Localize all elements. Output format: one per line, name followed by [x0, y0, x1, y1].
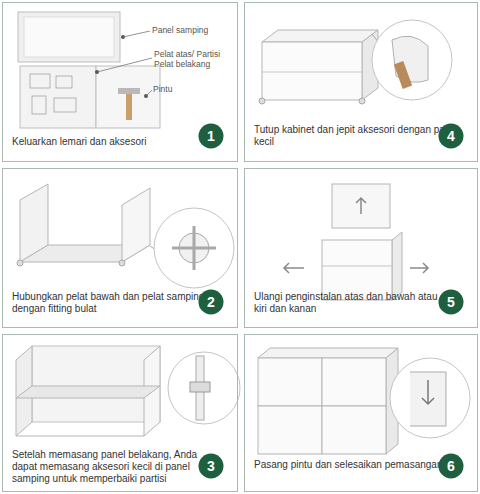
cabinet-foot	[259, 98, 265, 104]
part-label: Pintu	[153, 84, 233, 94]
step-panel: Ulangi penginstalan atas dan bawah atau …	[244, 168, 478, 328]
badge-circle	[199, 454, 224, 479]
door	[322, 406, 386, 454]
step-panel: Hubungkan pelat bawah dan pelat samping …	[2, 168, 238, 328]
cube-side	[392, 232, 402, 300]
leader-line	[146, 90, 152, 96]
zoom-circle	[390, 358, 470, 438]
fitting-detail	[392, 36, 428, 82]
cabinet-top	[262, 30, 378, 42]
zoom-circle	[154, 208, 234, 288]
cabinet-top	[258, 348, 398, 358]
step-caption: Pasang pintu dan selesaikan pemasangan	[254, 459, 454, 471]
door-hinge-detail	[410, 372, 446, 426]
zoom-circle	[372, 20, 452, 100]
cabinet-front	[262, 42, 362, 100]
shelf-line	[322, 266, 392, 267]
side-plate	[122, 188, 150, 262]
part-label: Panel samping	[152, 25, 232, 35]
step-caption: Ulangi penginstalan atas dan bawah atau …	[254, 291, 444, 315]
hammer-head	[118, 88, 140, 94]
side-panel-sheet	[18, 12, 120, 62]
step-number-badge: 1	[198, 123, 224, 149]
step-panel: Setelah memasang panel belakang, Anda da…	[2, 334, 238, 492]
step-panel: Pasang pintu dan selesaikan pemasangan6	[244, 334, 478, 492]
sketch	[32, 96, 46, 114]
round-fitting	[17, 260, 23, 266]
callout-number: 4	[438, 123, 464, 149]
partition	[16, 386, 160, 398]
sketch	[56, 76, 72, 88]
fitting-cross	[172, 226, 216, 270]
door-sheet	[96, 66, 160, 128]
bottom-edge	[16, 436, 144, 437]
door	[258, 358, 322, 406]
badge-circle	[439, 290, 464, 315]
step-panel: Tutup kabinet dan jepit aksesori dengan …	[244, 2, 478, 162]
lifted-panel	[332, 184, 390, 228]
arrow-up	[356, 198, 366, 214]
hammer-handle	[126, 94, 132, 120]
callout-number: 1	[198, 123, 224, 149]
shelf-line	[262, 72, 362, 73]
callout-number: 2	[198, 289, 224, 315]
step-caption: Setelah memasang panel belakang, Anda da…	[12, 449, 212, 485]
cabinet-foot	[359, 98, 365, 104]
callout-number: 6	[438, 453, 464, 479]
door	[322, 358, 386, 406]
arrow-left	[284, 263, 304, 273]
sketch	[54, 98, 76, 112]
badge-circle	[199, 124, 224, 149]
step-caption: Keluarkan lemari dan aksesori	[12, 136, 212, 148]
badge-circle	[439, 124, 464, 149]
callout-number: 3	[198, 453, 224, 479]
round-fitting	[119, 260, 125, 266]
small-clip	[190, 382, 210, 392]
leader-line	[97, 58, 152, 72]
door	[258, 406, 322, 454]
part-label: Pelat atas/ Partisi Pelat belakang	[154, 49, 234, 69]
step-number-badge: 6	[438, 453, 464, 479]
badge-circle	[439, 454, 464, 479]
step-number-badge: 3	[198, 453, 224, 479]
step-caption: Tutup kabinet dan jepit aksesori dengan …	[254, 124, 454, 148]
sketch	[30, 74, 50, 88]
callout-number: 5	[438, 289, 464, 315]
leader-line	[123, 31, 150, 37]
step-caption: Hubungkan pelat bawah dan pelat samping …	[12, 291, 217, 315]
step-number-badge: 5	[438, 289, 464, 315]
sheet-inner	[24, 17, 114, 57]
top-plate-sheet	[20, 66, 96, 128]
arrow-down	[422, 380, 434, 404]
mallet-handle	[394, 61, 412, 89]
badge-circle	[199, 290, 224, 315]
arrow-right	[410, 263, 428, 273]
zoom-circle	[168, 352, 240, 424]
step-number-badge: 4	[438, 123, 464, 149]
back-panel	[32, 346, 160, 422]
step-number-badge: 2	[198, 289, 224, 315]
